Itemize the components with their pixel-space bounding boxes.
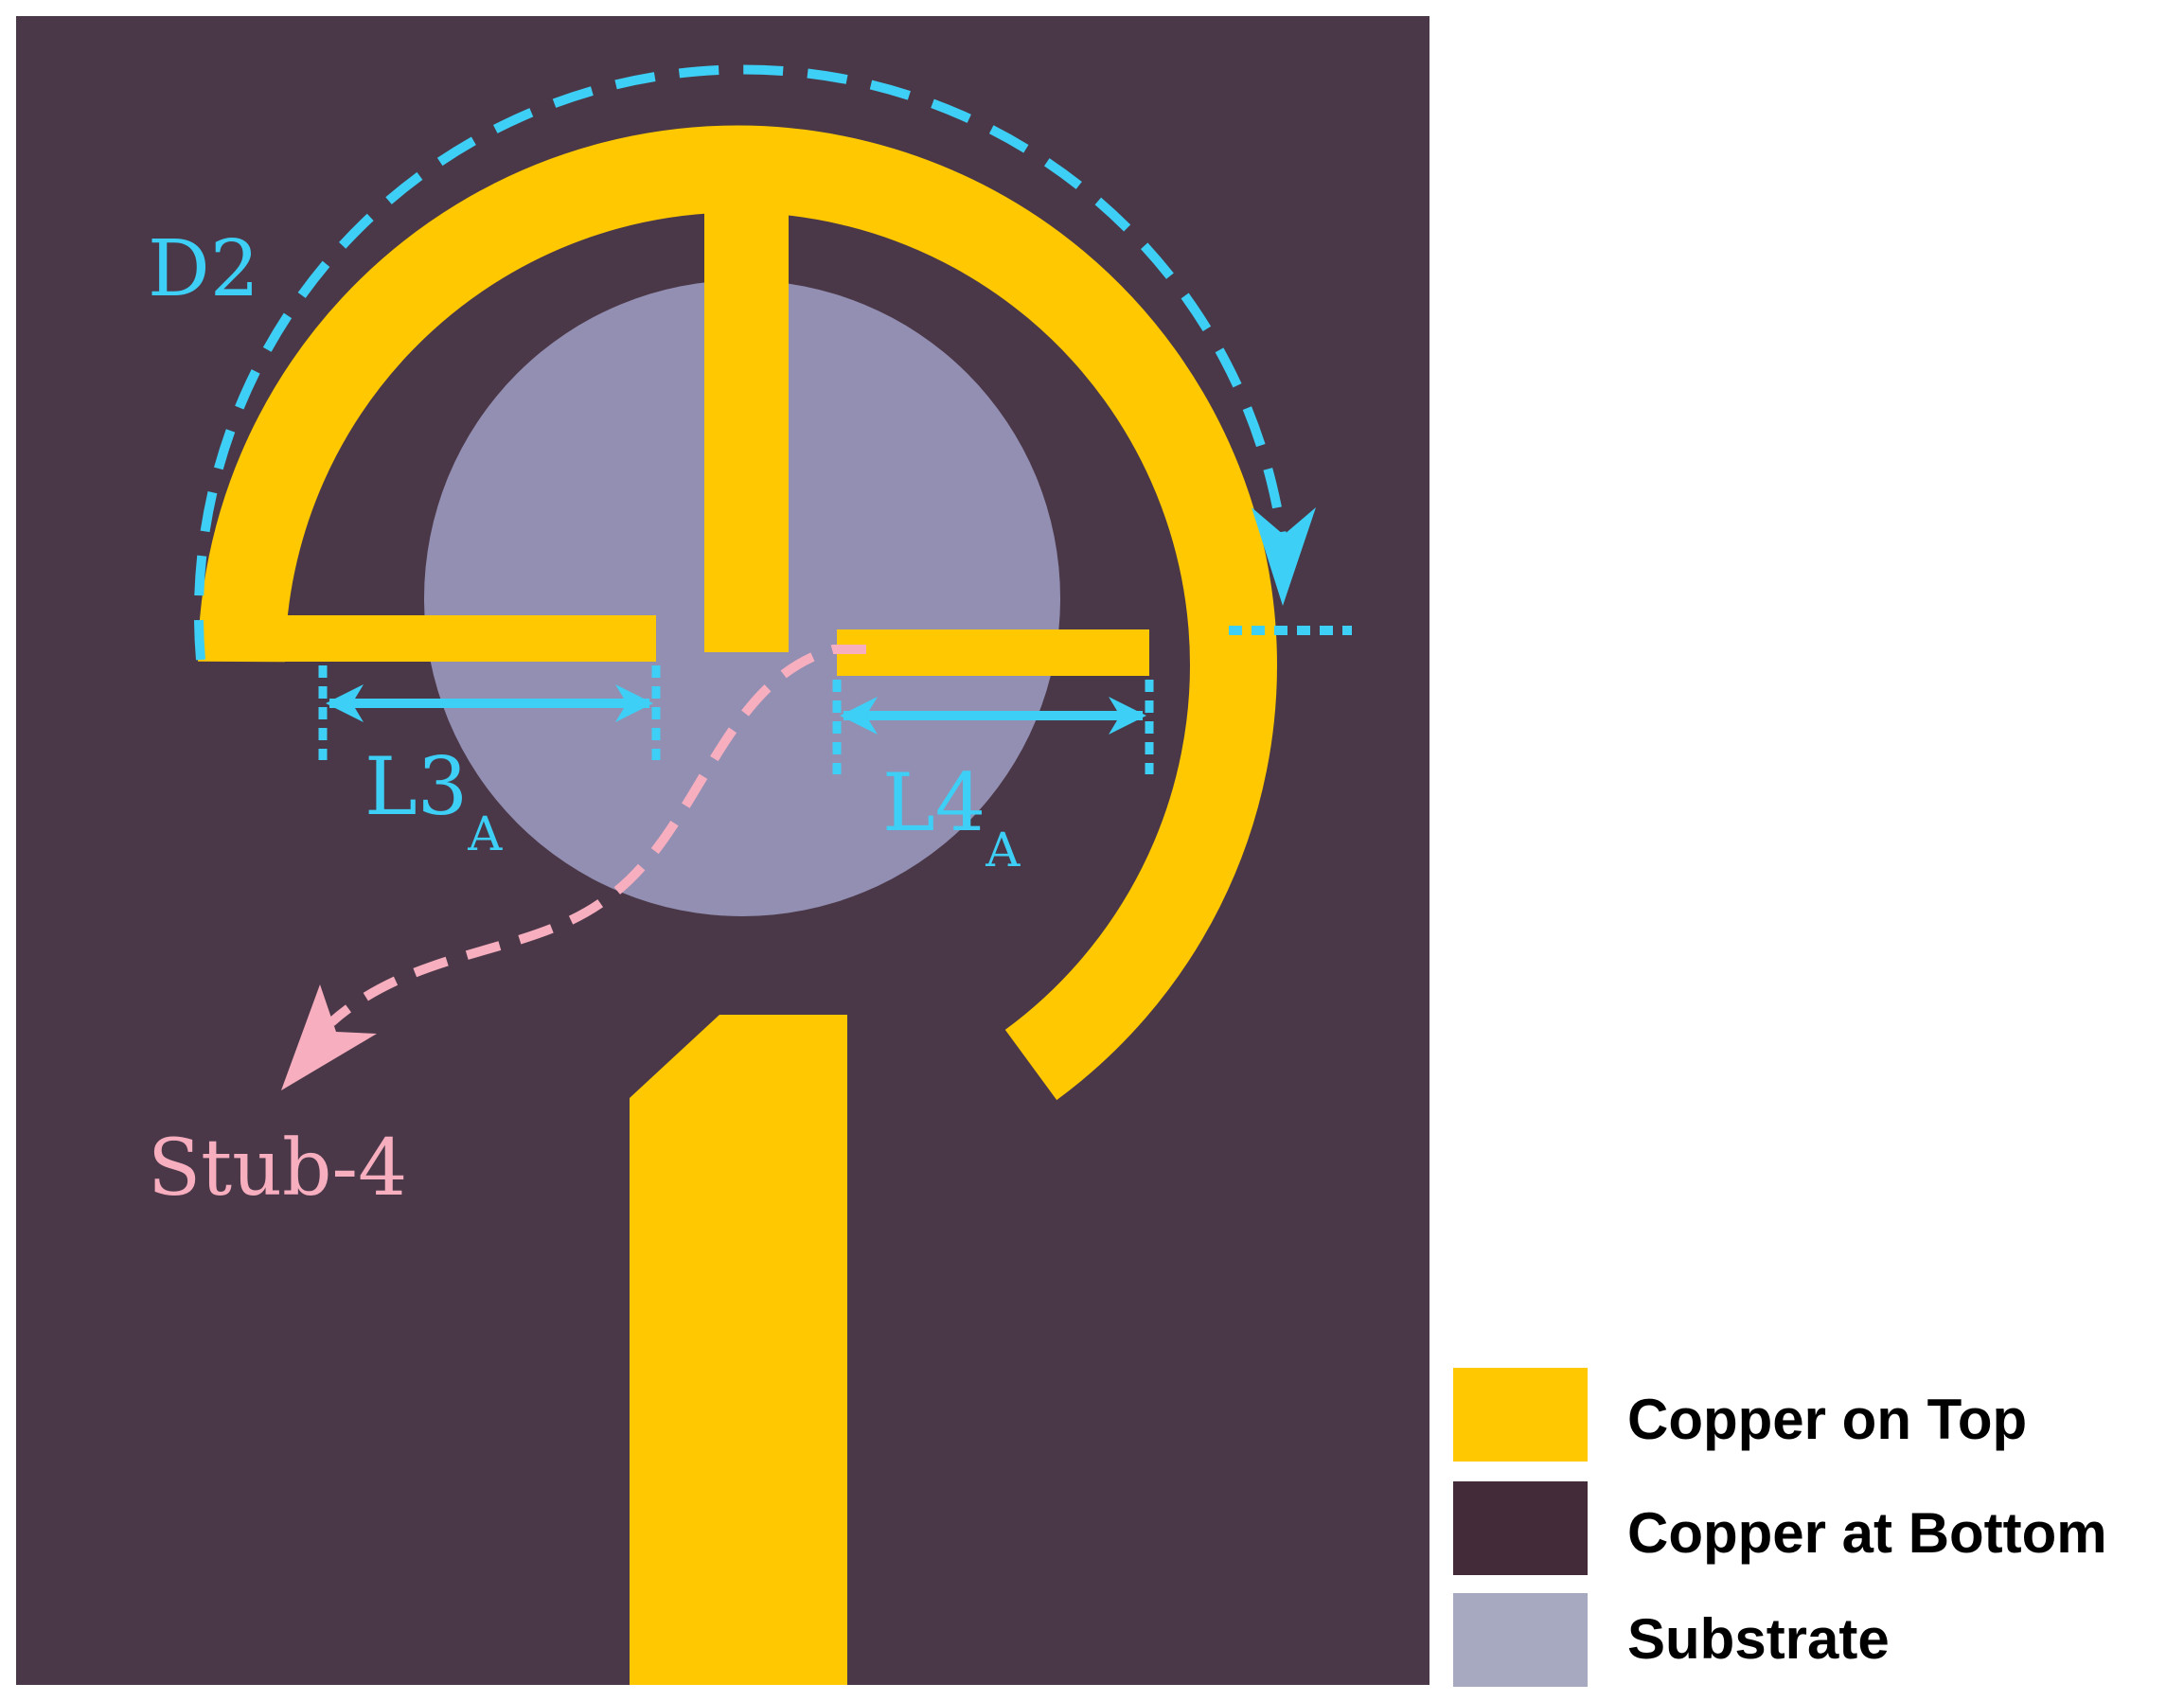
copper-center-stub [704,199,789,652]
stub-leader-line [328,645,866,1026]
copper-ring [198,125,1277,1101]
l4-label-main: L4 [882,756,985,849]
legend-label-copper-top: Copper on Top [1627,1388,2027,1451]
l3-label-main: L3 [364,740,468,833]
copper-right-stub [837,629,1149,676]
legend-swatch-copper-bottom [1453,1481,1588,1575]
l4-label-subscript: A [985,823,1021,877]
legend-label-copper-bottom: Copper at Bottom [1627,1501,2107,1565]
d2-dimension-arc [194,64,1290,661]
legend: Copper on Top Copper at Bottom Substrate [1453,1368,2107,1687]
copper-left-stub [241,615,656,662]
stub-label: Stub-4 [148,1124,407,1214]
legend-swatch-substrate [1453,1593,1588,1687]
l3-label: L3A [364,740,503,861]
legend-label-substrate: Substrate [1627,1607,1890,1671]
copper-feed-line [630,1098,847,1685]
legend-swatch-copper-top [1453,1368,1588,1462]
l3-label-subscript: A [467,806,503,861]
l4-label: L4A [882,756,1021,877]
d2-arrow-head [1252,507,1316,606]
copper-feed-junction [630,1015,847,1103]
stub-arrow-head [281,984,377,1090]
d2-label: D2 [148,224,259,314]
